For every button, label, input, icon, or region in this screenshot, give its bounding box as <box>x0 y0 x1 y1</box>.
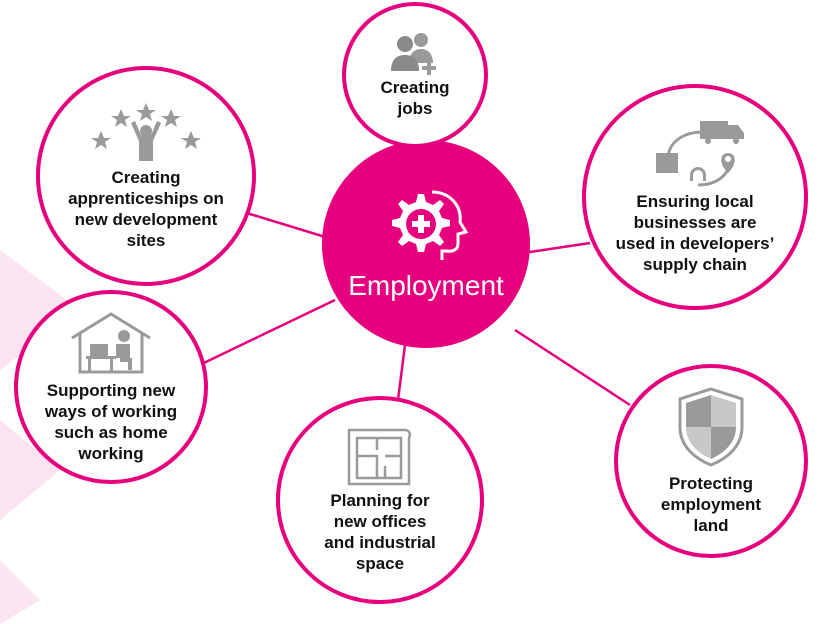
node-apprenticeships: Creating apprenticeships on new developm… <box>36 66 256 286</box>
node-label: Planning for new offices and industrial … <box>324 491 436 573</box>
supply-chain-icon <box>656 121 744 187</box>
node-label: Protecting employment land <box>660 473 762 535</box>
node-label: Supporting new ways of working such as h… <box>44 381 178 463</box>
floor-plan-icon <box>347 428 412 486</box>
node-local-businesses: Ensuring local businesses are used in de… <box>582 84 808 310</box>
connector-homeworking <box>184 298 336 374</box>
connector-planning <box>396 344 407 401</box>
stars-person-icon <box>91 103 201 161</box>
home-working-icon <box>71 312 151 374</box>
center-label: Employment <box>348 270 504 301</box>
node-protecting-land: Protecting employment land <box>614 364 808 558</box>
connector-protecting <box>514 328 631 407</box>
people-plus-icon <box>391 33 436 75</box>
node-creating-jobs: Creating jobs <box>342 2 488 148</box>
node-planning-offices: Planning for new offices and industrial … <box>276 396 484 604</box>
shield-icon <box>678 386 744 467</box>
head-gear-plus-icon <box>392 190 469 260</box>
node-label: Ensuring local businesses are used in de… <box>615 192 775 274</box>
connector-apprentice <box>236 208 336 242</box>
node-label: Creating apprenticeships on new developm… <box>68 168 224 250</box>
node-home-working: Supporting new ways of working such as h… <box>14 290 208 484</box>
center-node: Employment <box>322 140 530 348</box>
node-label: Creating jobs <box>380 78 450 118</box>
